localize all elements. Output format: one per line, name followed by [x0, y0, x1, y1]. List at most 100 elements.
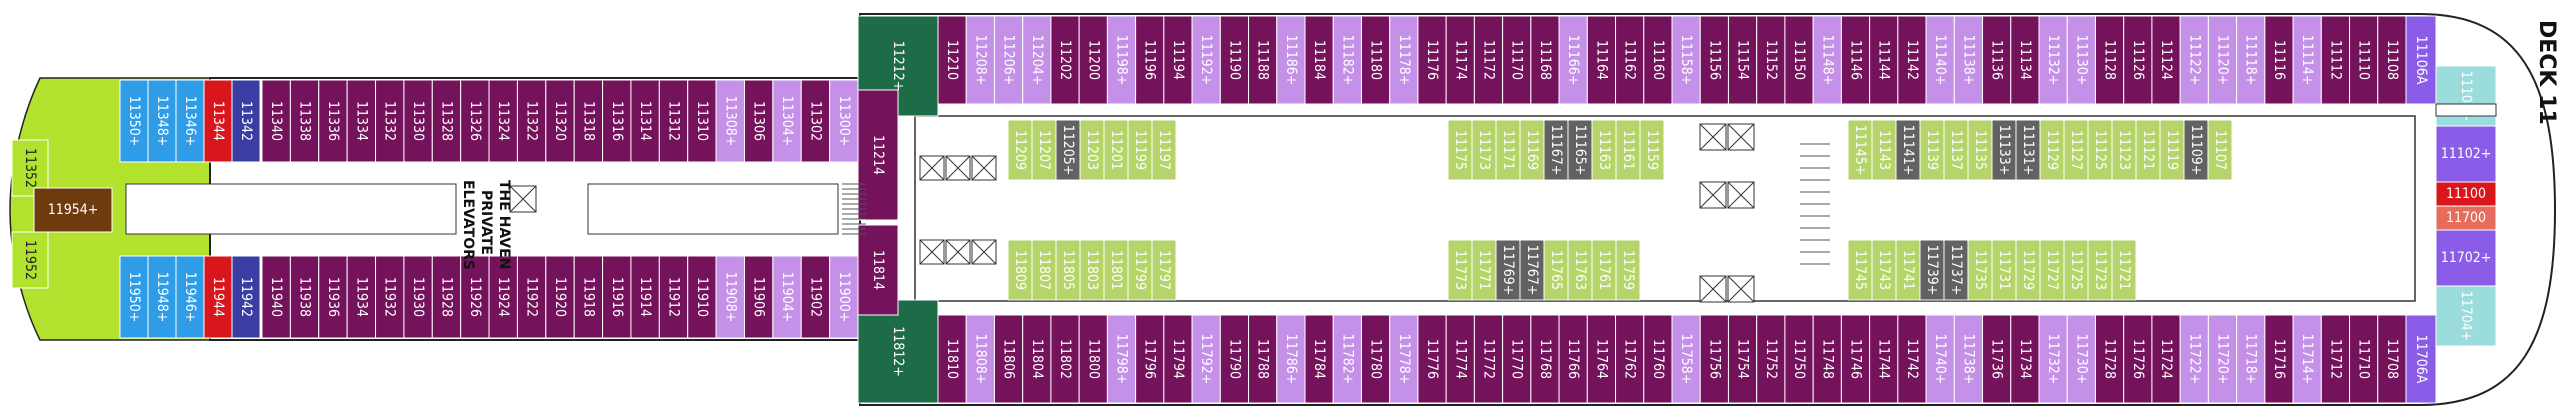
cabin-bottom-11810[interactable]: 11810	[937, 314, 967, 404]
aft-cap-bottom-11942[interactable]: 11942	[231, 255, 261, 339]
aft-top-11320[interactable]: 11320	[545, 79, 575, 163]
aft-bottom-11940[interactable]: 11940	[261, 255, 291, 339]
cabin-bottom-11736[interactable]: 11736	[1982, 314, 2012, 404]
stern-top[interactable]: 11352	[11, 139, 49, 197]
cabin-top-11160[interactable]: 11160	[1643, 15, 1673, 105]
cabin-bottom-11782[interactable]: 11782+	[1332, 314, 1362, 404]
inner-top-a-11201[interactable]: 11201	[1103, 119, 1129, 181]
aft-bottom-11902[interactable]: 11902	[800, 255, 831, 339]
inner-bot-a-11803[interactable]: 11803	[1079, 239, 1105, 301]
cabin-bottom-11712[interactable]: 11712	[2320, 314, 2351, 404]
aft-top-11326[interactable]: 11326	[460, 79, 490, 163]
inner-bot-c-11735[interactable]: 11735	[1967, 239, 1993, 301]
cabin-top-11204[interactable]: 11204+	[1022, 15, 1052, 105]
inner-top-c-11137[interactable]: 11137	[1943, 119, 1969, 181]
fwd-block-2[interactable]: 11102+	[2435, 125, 2497, 183]
cabin-top-11132[interactable]: 11132+	[2038, 15, 2068, 105]
cabin-top-11142[interactable]: 11142	[1897, 15, 1927, 105]
aft-bottom-11934[interactable]: 11934	[346, 255, 377, 339]
inner-top-c-11121[interactable]: 11121	[2135, 119, 2161, 181]
inner-bot-c-11721[interactable]: 11721	[2111, 239, 2137, 301]
cabin-top-11200[interactable]: 11200	[1078, 15, 1108, 105]
cabin-top-11126[interactable]: 11126	[2123, 15, 2153, 105]
cabin-bottom-11720[interactable]: 11720+	[2207, 314, 2238, 404]
inner-top-b-11169[interactable]: 11169	[1519, 119, 1545, 181]
cabin-top-11122[interactable]: 11122+	[2179, 15, 2209, 105]
cabin-bottom-11738[interactable]: 11738+	[1953, 314, 1984, 404]
inner-bot-b-11767[interactable]: 11767+	[1519, 239, 1545, 301]
inner-top-b-11175[interactable]: 11175	[1447, 119, 1473, 181]
cabin-bottom-11708[interactable]: 11708	[2377, 314, 2407, 404]
aft-bottom-11938[interactable]: 11938	[289, 255, 320, 339]
cabin-top-11150[interactable]: 11150	[1784, 15, 1814, 105]
cabin-top-11194[interactable]: 11194	[1163, 15, 1193, 105]
inner-top-b-11167[interactable]: 11167+	[1543, 119, 1569, 181]
inner-top-c-11135[interactable]: 11135	[1967, 119, 1993, 181]
cabin-top-11178[interactable]: 11178+	[1389, 15, 1419, 105]
aft-bottom-11930[interactable]: 11930	[403, 255, 433, 339]
cabin-top-11172[interactable]: 11172	[1473, 15, 1504, 105]
cabin-bottom-11774[interactable]: 11774	[1445, 314, 1475, 404]
aft-bottom-11900[interactable]: 11900+	[829, 255, 859, 339]
cabin-bottom-11766[interactable]: 11766	[1558, 314, 1588, 404]
aft-cap-top-11346[interactable]: 11346+	[175, 79, 205, 163]
aft-bottom-11916[interactable]: 11916	[602, 255, 632, 339]
inner-bot-b-11765[interactable]: 11765	[1543, 239, 1569, 301]
cabin-top-11196[interactable]: 11196	[1135, 15, 1165, 105]
cabin-top-11138[interactable]: 11138+	[1953, 15, 1984, 105]
inner-top-c-11145[interactable]: 11145+	[1847, 119, 1873, 181]
inner-bot-c-11741[interactable]: 11741	[1895, 239, 1921, 301]
cabin-bottom-11800[interactable]: 11800	[1078, 314, 1108, 404]
aft-top-11300[interactable]: 11300+	[829, 79, 859, 163]
cabin-bottom-11722[interactable]: 11722+	[2179, 314, 2209, 404]
inner-top-b-11171[interactable]: 11171	[1495, 119, 1521, 181]
cabin-top-11156[interactable]: 11156	[1699, 15, 1729, 105]
cabin-bottom-11760[interactable]: 11760	[1643, 314, 1673, 404]
fwd-block-4[interactable]: 11700	[2435, 205, 2497, 231]
cabin-bottom-11806[interactable]: 11806	[993, 314, 1024, 404]
cabin-top-11164[interactable]: 11164	[1586, 15, 1617, 105]
inner-bot-c-11729[interactable]: 11729	[2015, 239, 2041, 301]
inner-bot-b-11769[interactable]: 11769+	[1495, 239, 1521, 301]
fwd-block-1[interactable]: 11104+	[2435, 65, 2497, 127]
inner-top-a-11207[interactable]: 11207	[1031, 119, 1057, 181]
cabin-top-11176[interactable]: 11176	[1417, 15, 1447, 105]
stern-center[interactable]: 11954+	[33, 187, 113, 233]
inner-top-c-11131[interactable]: 11131+	[2015, 119, 2041, 181]
aft-bottom-11918[interactable]: 11918	[573, 255, 604, 339]
inner-top-c-11123[interactable]: 11123	[2111, 119, 2137, 181]
aft-top-11318[interactable]: 11318	[573, 79, 604, 163]
cabin-bottom-11730[interactable]: 11730+	[2066, 314, 2096, 404]
cabin-top-11140[interactable]: 11140+	[1925, 15, 1955, 105]
aft-bottom-11936[interactable]: 11936	[318, 255, 348, 339]
cabin-bottom-11734[interactable]: 11734	[2010, 314, 2040, 404]
aft-bottom-11924[interactable]: 11924	[488, 255, 518, 339]
cabin-top-11166[interactable]: 11166+	[1558, 15, 1588, 105]
aft-bottom-11904[interactable]: 11904+	[772, 255, 802, 339]
cabin-bottom-11750[interactable]: 11750	[1784, 314, 1814, 404]
aft-top-11308[interactable]: 11308+	[715, 79, 745, 163]
inner-bot-a-11807[interactable]: 11807	[1031, 239, 1057, 301]
cabin-top-11184[interactable]: 11184	[1304, 15, 1334, 105]
cabin-bottom-11802[interactable]: 11802	[1050, 314, 1080, 404]
inner-top-b-11159[interactable]: 11159	[1639, 119, 1665, 181]
cabin-bottom-11786[interactable]: 11786+	[1276, 314, 1306, 404]
cabin-top-11130[interactable]: 11130+	[2066, 15, 2096, 105]
aft-top-11334[interactable]: 11334	[346, 79, 377, 163]
cabin-top-11170[interactable]: 11170	[1502, 15, 1532, 105]
inner-top-a-11197[interactable]: 11197	[1151, 119, 1177, 181]
fwd-block-6[interactable]: 11704+	[2435, 285, 2497, 347]
cabin-bottom-11796[interactable]: 11796	[1135, 314, 1165, 404]
cabin-top-11152[interactable]: 11152	[1756, 15, 1786, 105]
cabin-top-11162[interactable]: 11162	[1615, 15, 1645, 105]
aft-top-11306[interactable]: 11306	[743, 79, 774, 163]
aft-top-11338[interactable]: 11338	[289, 79, 320, 163]
aft-cap-bottom-11950[interactable]: 11950+	[119, 255, 149, 339]
aft-top-11304[interactable]: 11304+	[772, 79, 802, 163]
stern-bottom[interactable]: 11952	[11, 231, 49, 289]
cabin-bottom-11756[interactable]: 11756	[1699, 314, 1729, 404]
cabin-bottom-11762[interactable]: 11762	[1615, 314, 1645, 404]
inner-bot-c-11745[interactable]: 11745	[1847, 239, 1873, 301]
cabin-bottom-11744[interactable]: 11744	[1869, 314, 1899, 404]
cabin-top-11192[interactable]: 11192+	[1191, 15, 1221, 105]
